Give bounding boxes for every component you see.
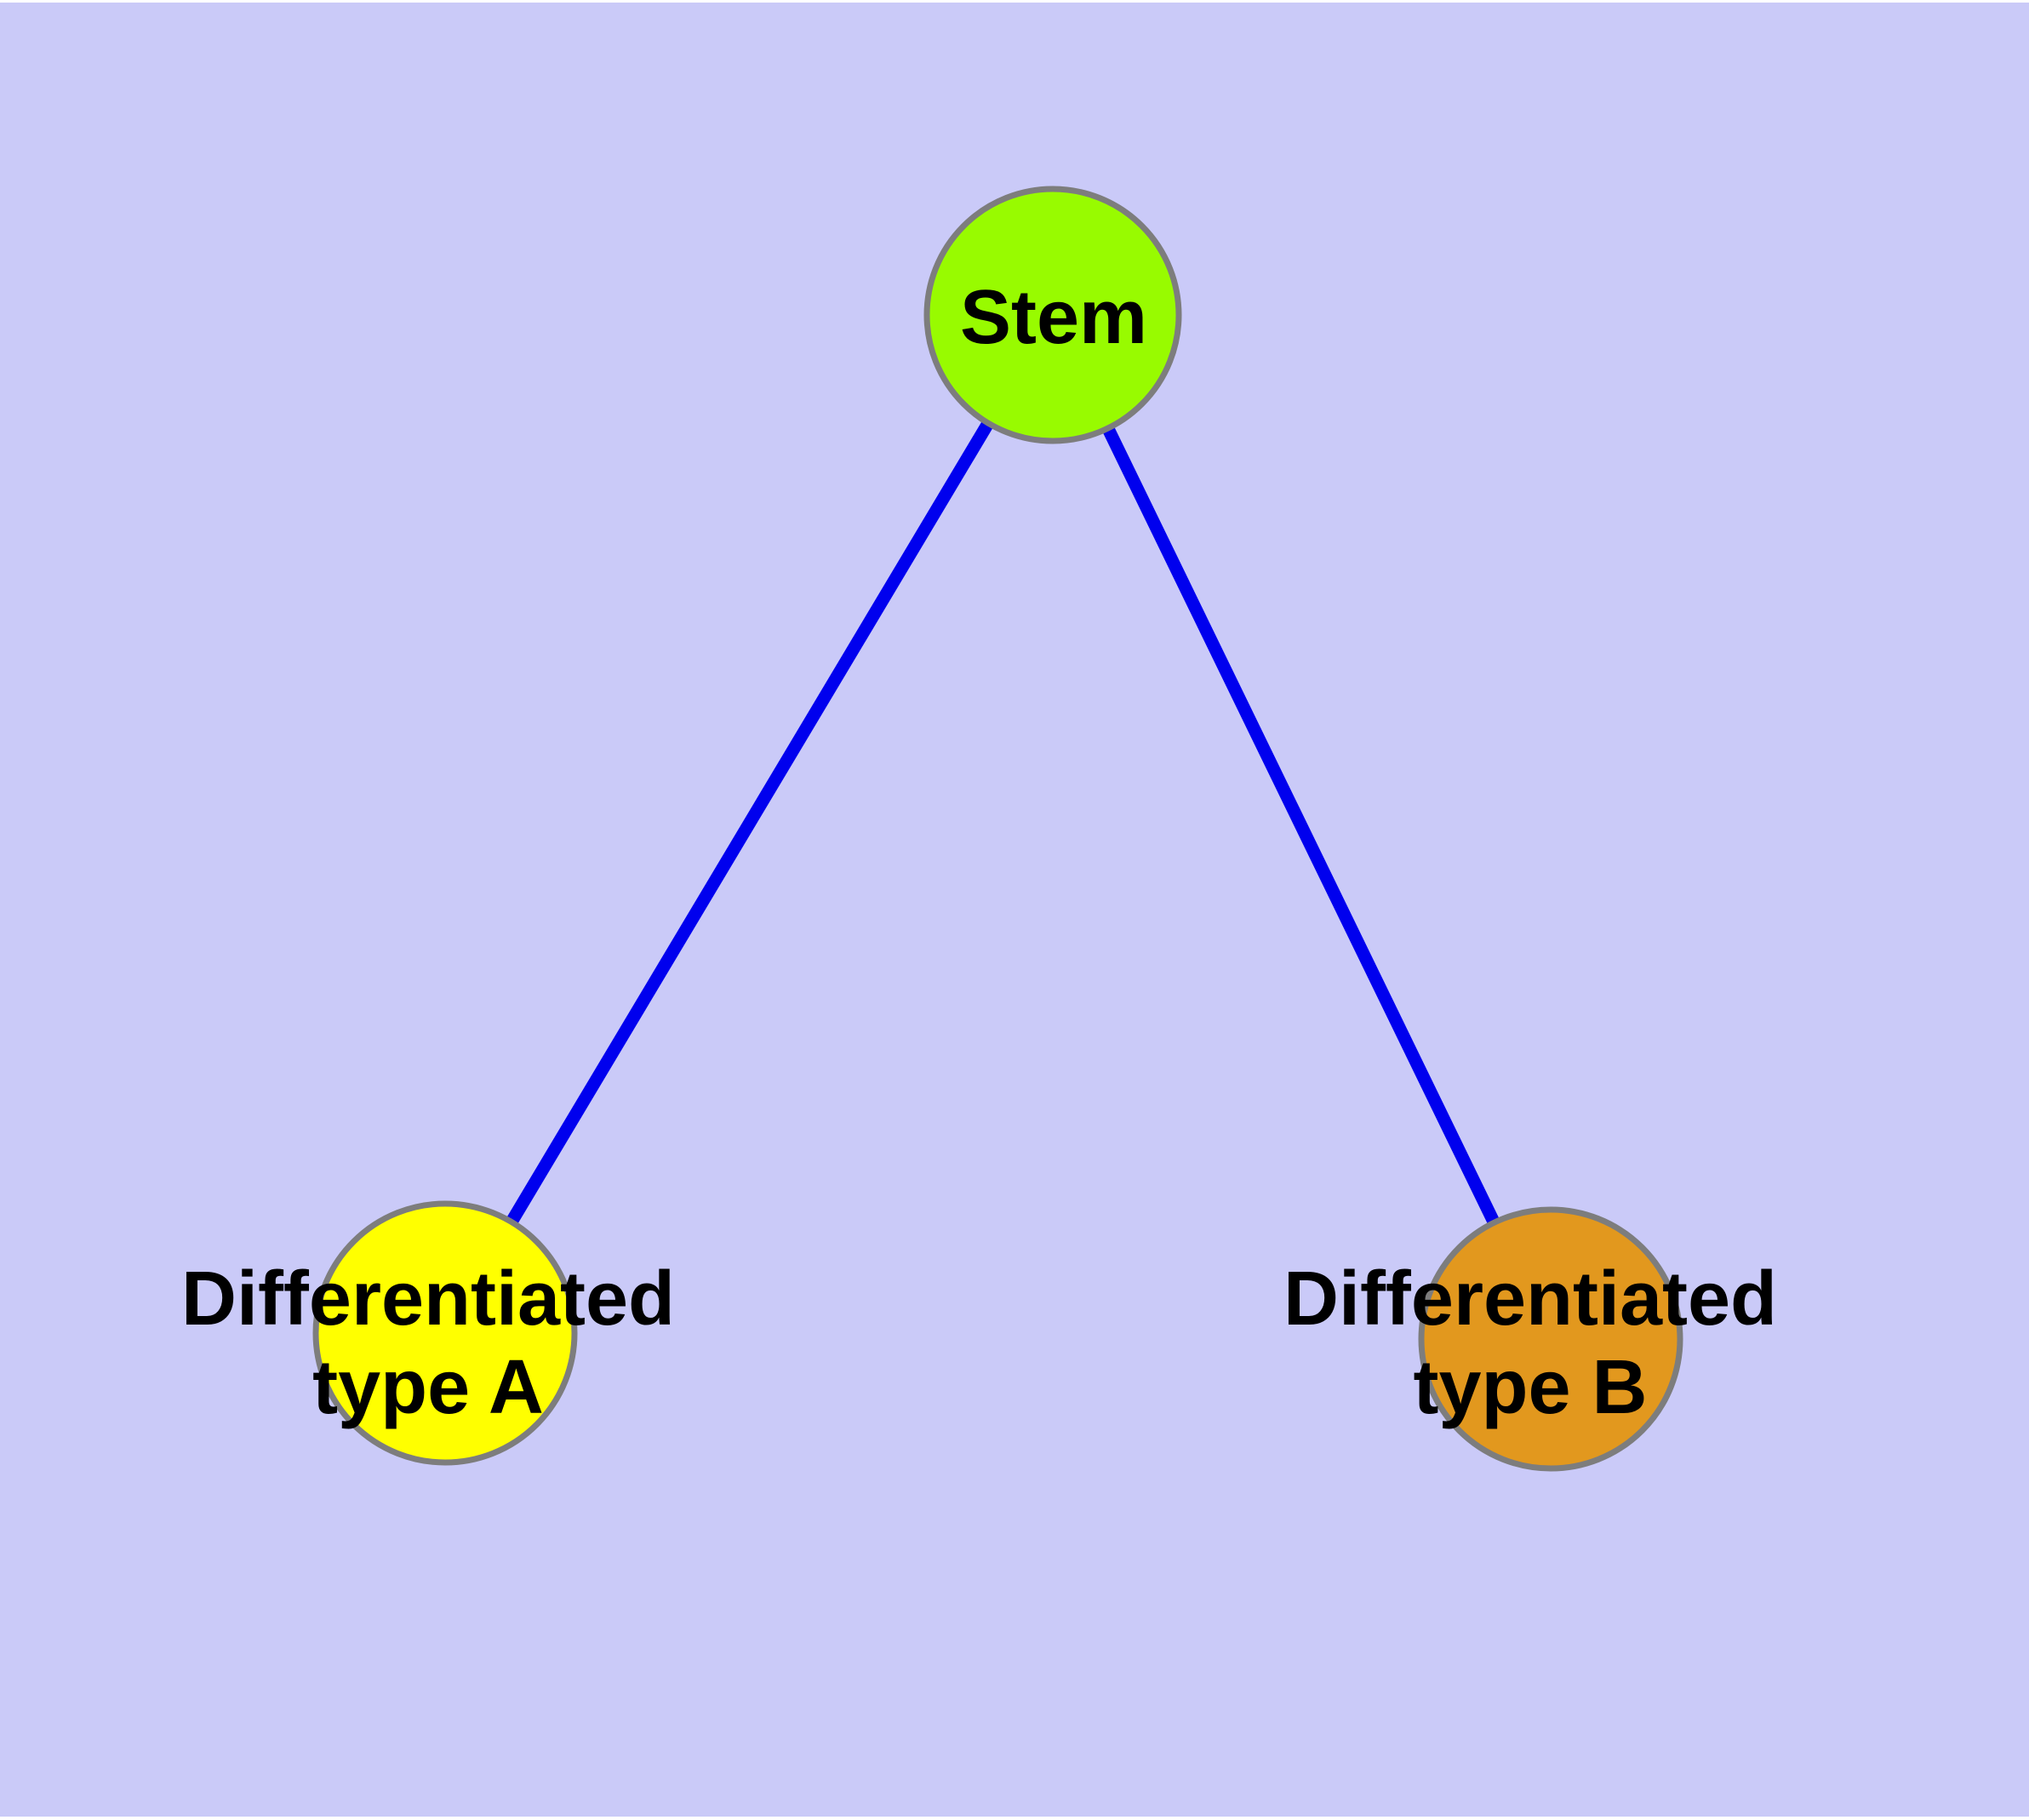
differentiated-type-a-label-line-2: type A (312, 1345, 544, 1430)
stem-node-label-text: Stem (960, 275, 1147, 360)
edge-stem-to-type-b (1047, 312, 1557, 1342)
differentiated-type-b-node (1418, 1206, 1683, 1472)
stem-node-label: Stem (960, 275, 1147, 360)
differentiated-type-b-label-line-1: Differentiated (1283, 1256, 1777, 1342)
differentiated-type-b-label-line-2: type B (1413, 1345, 1647, 1430)
stem-node (923, 186, 1182, 444)
edge-stem-to-type-a (439, 312, 1059, 1336)
differentiated-type-a-node (312, 1200, 578, 1466)
differentiated-type-a-label-line-1: Differentiated (181, 1256, 675, 1342)
